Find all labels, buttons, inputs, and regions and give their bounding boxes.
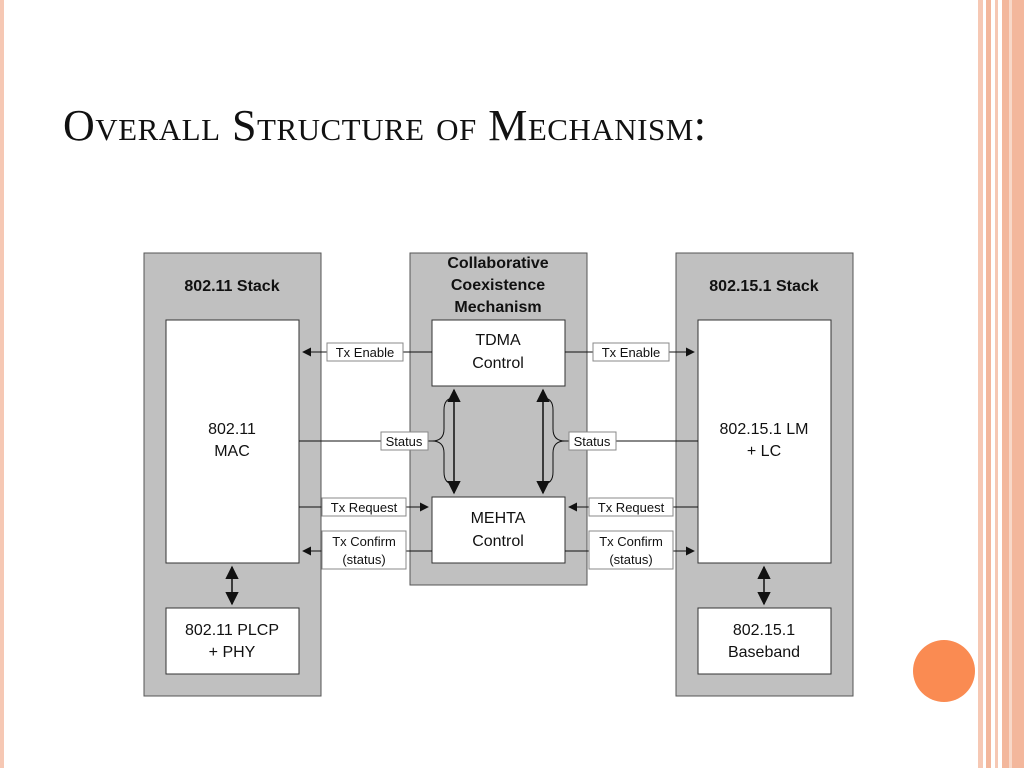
tx-confirm-left-box	[321, 530, 407, 570]
tx-enable-right-label: Tx Enable	[602, 345, 661, 360]
slide-left-border	[0, 0, 4, 768]
mac-label-line-2: MAC	[214, 443, 250, 460]
tx-confirm-left-label-line-2: (status)	[342, 552, 385, 567]
tx-request-right-label: Tx Request	[598, 500, 665, 515]
baseband-label-line-1: 802.15.1	[733, 622, 795, 639]
lm-block	[697, 319, 832, 564]
phy-label-line-2: + PHY	[209, 644, 256, 661]
tx-enable-left-label: Tx Enable	[336, 345, 395, 360]
mac-block	[165, 319, 300, 564]
tx-enable-right-box	[592, 342, 670, 362]
baseband-block	[697, 607, 832, 675]
right-stack-title: 802.15.1 Stack	[709, 278, 819, 295]
tx-enable-left-box	[326, 342, 404, 362]
tdma-label-line-1: TDMA	[475, 332, 521, 349]
lm-label-line-1: 802.15.1 LM	[720, 421, 809, 438]
mac-label-line-1: 802.11	[208, 421, 256, 438]
center-title-line-2: Coexistence	[451, 277, 545, 294]
status-left-box	[380, 431, 429, 451]
tdma-block	[431, 319, 566, 387]
left-stack-title: 802.11 Stack	[184, 278, 279, 295]
status-right-box	[568, 431, 617, 451]
phy-block	[165, 607, 300, 675]
slide-title: Overall Structure of Mechanism:	[63, 101, 707, 150]
slide-right-border-stripes	[976, 0, 1024, 768]
status-left-label: Status	[386, 434, 423, 449]
tx-request-left-box	[321, 497, 407, 517]
tx-request-right-box	[588, 497, 674, 517]
tx-confirm-right-box	[588, 530, 674, 570]
tx-request-left-label: Tx Request	[331, 500, 398, 515]
tx-confirm-left-label-line-1: Tx Confirm	[332, 534, 396, 549]
mehta-block	[431, 496, 566, 564]
mehta-label-line-2: Control	[472, 533, 524, 550]
tdma-label-line-2: Control	[472, 355, 524, 372]
center-title-line-1: Collaborative	[447, 255, 548, 272]
lm-label-line-2: + LC	[747, 443, 781, 460]
baseband-label-line-2: Baseband	[728, 644, 800, 661]
tx-confirm-right-label-line-1: Tx Confirm	[599, 534, 663, 549]
decorative-orange-circle	[913, 640, 975, 702]
mehta-label-line-1: MEHTA	[471, 510, 526, 527]
tx-confirm-right-label-line-2: (status)	[609, 552, 652, 567]
center-title-line-3: Mechanism	[454, 299, 541, 316]
phy-label-line-1: 802.11 PLCP	[185, 622, 279, 639]
status-right-label: Status	[574, 434, 611, 449]
